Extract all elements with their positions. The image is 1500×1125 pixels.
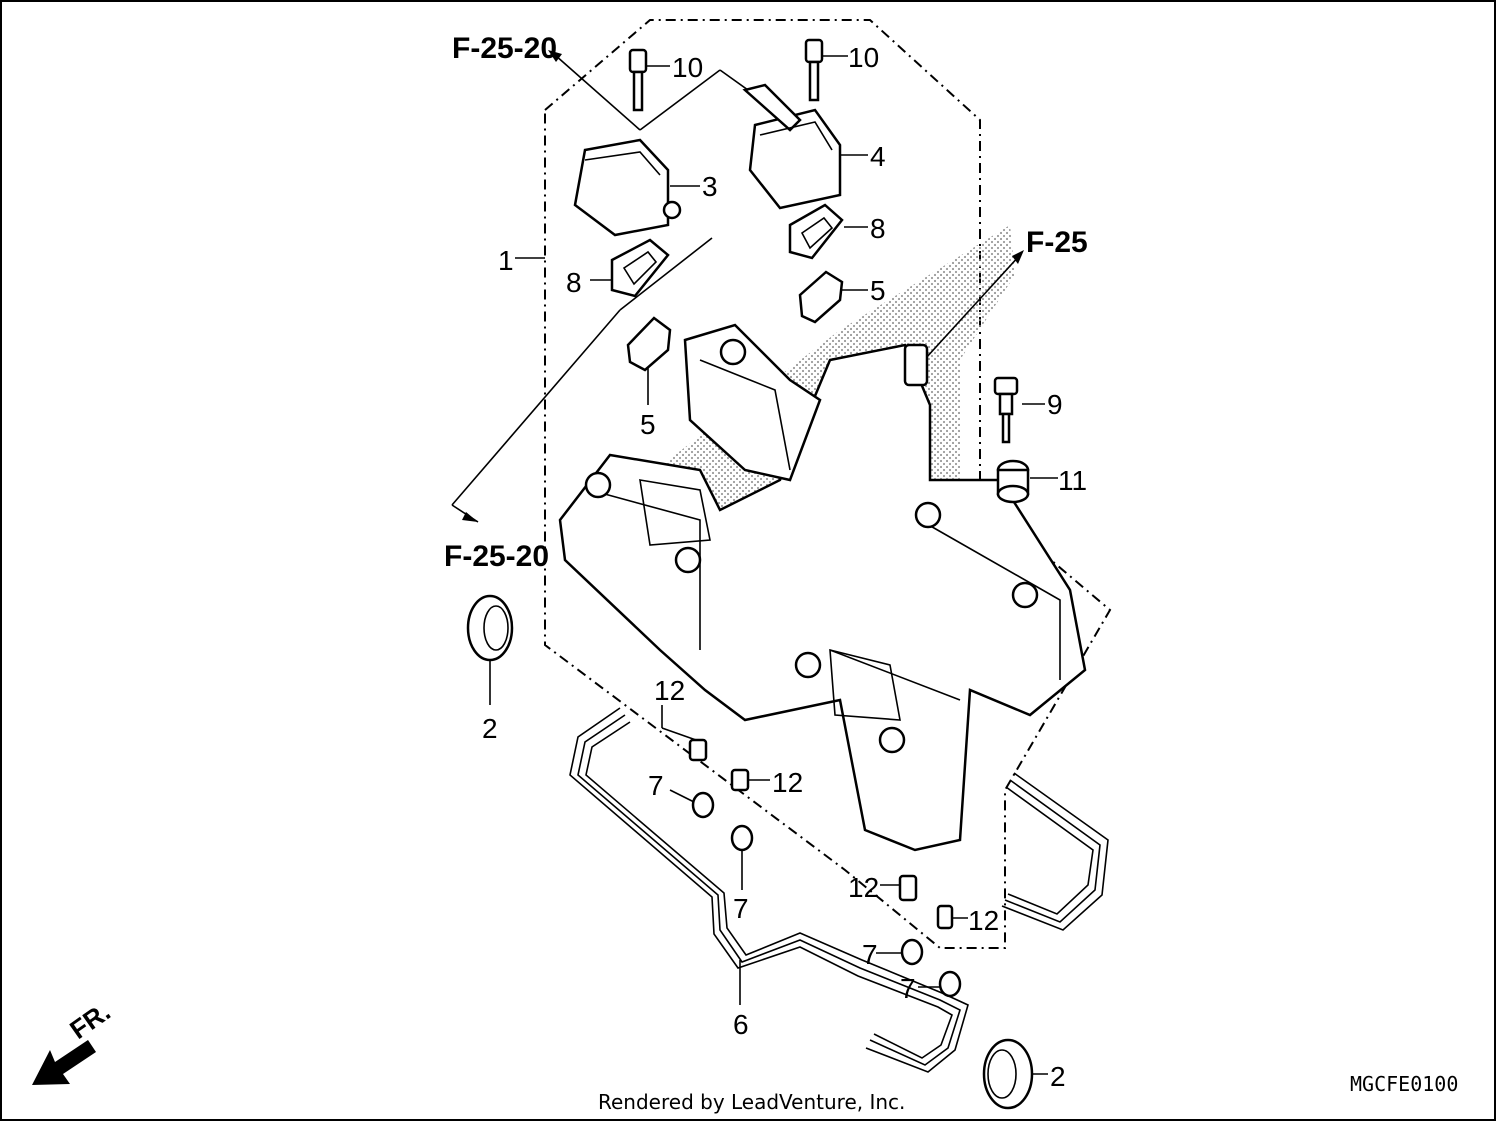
nut-7-b xyxy=(730,824,754,852)
ref-label-f25-20-top: F-25-20 xyxy=(452,32,557,65)
callout-10-left: 10 xyxy=(672,52,703,83)
callout-12-c: 12 xyxy=(848,872,879,903)
callout-3: 3 xyxy=(702,171,718,202)
callout-12-b: 12 xyxy=(772,767,803,798)
callout-7-a: 7 xyxy=(648,770,664,801)
ref-label-f25-20-left: F-25-20 xyxy=(444,540,549,573)
part-4-housing xyxy=(742,83,842,210)
head-cover xyxy=(558,323,1087,852)
ref-arrow-top xyxy=(548,50,562,62)
diagram-code: MGCFE0100 xyxy=(1350,1072,1459,1096)
clip-5-upper xyxy=(798,270,844,324)
part-3-housing xyxy=(573,138,682,237)
callout-7-d: 7 xyxy=(900,973,916,1004)
dowel-12-d xyxy=(936,904,954,930)
plug-2-left xyxy=(466,594,514,662)
grommet-11 xyxy=(996,459,1030,504)
callout-2-left: 2 xyxy=(482,713,498,744)
clip-5-lower xyxy=(626,316,672,372)
callout-8-left: 8 xyxy=(566,267,582,298)
callout-5-upper: 5 xyxy=(870,275,886,306)
gasket-8-right xyxy=(788,203,844,260)
cover-gasket-6-right xyxy=(1001,772,1109,931)
front-direction-arrow: FR. xyxy=(32,996,116,1085)
bolt-10-right xyxy=(804,38,824,102)
callout-2-bottom: 2 xyxy=(1050,1061,1066,1092)
callout-10-right: 10 xyxy=(848,42,879,73)
dowel-12-a xyxy=(688,738,708,762)
leader-lines xyxy=(451,54,1058,1075)
callout-12-d: 12 xyxy=(968,905,999,936)
cover-gasket-6 xyxy=(569,707,969,1073)
dowel-12-c xyxy=(898,874,918,902)
callout-6: 6 xyxy=(733,1009,749,1040)
ref-line-left xyxy=(451,504,479,523)
bolt-10-left xyxy=(628,48,648,112)
callout-5-lower: 5 xyxy=(640,409,656,440)
callout-7-c: 7 xyxy=(862,939,878,970)
assembly-boundary xyxy=(544,19,1112,949)
front-direction-label: FR. xyxy=(64,996,116,1045)
callout-7-b: 7 xyxy=(733,893,749,924)
bolt-9 xyxy=(993,376,1019,444)
dowel-12-b xyxy=(730,768,750,792)
callout-1: 1 xyxy=(498,245,514,276)
nut-7-a xyxy=(691,791,715,819)
plug-2-bottom xyxy=(982,1038,1034,1110)
ref-arrow-f25 xyxy=(1012,250,1024,264)
callout-8-right: 8 xyxy=(870,213,886,244)
gasket-8-left xyxy=(610,238,670,298)
nut-7-c xyxy=(900,938,924,966)
callout-4: 4 xyxy=(870,141,886,172)
nut-7-d xyxy=(938,970,962,998)
ref-label-f25: F-25 xyxy=(1026,226,1088,259)
render-credit: Rendered by LeadVenture, Inc. xyxy=(598,1090,906,1114)
callout-9: 9 xyxy=(1047,389,1063,420)
callout-12-a: 12 xyxy=(654,675,685,706)
callout-11: 11 xyxy=(1058,465,1087,496)
